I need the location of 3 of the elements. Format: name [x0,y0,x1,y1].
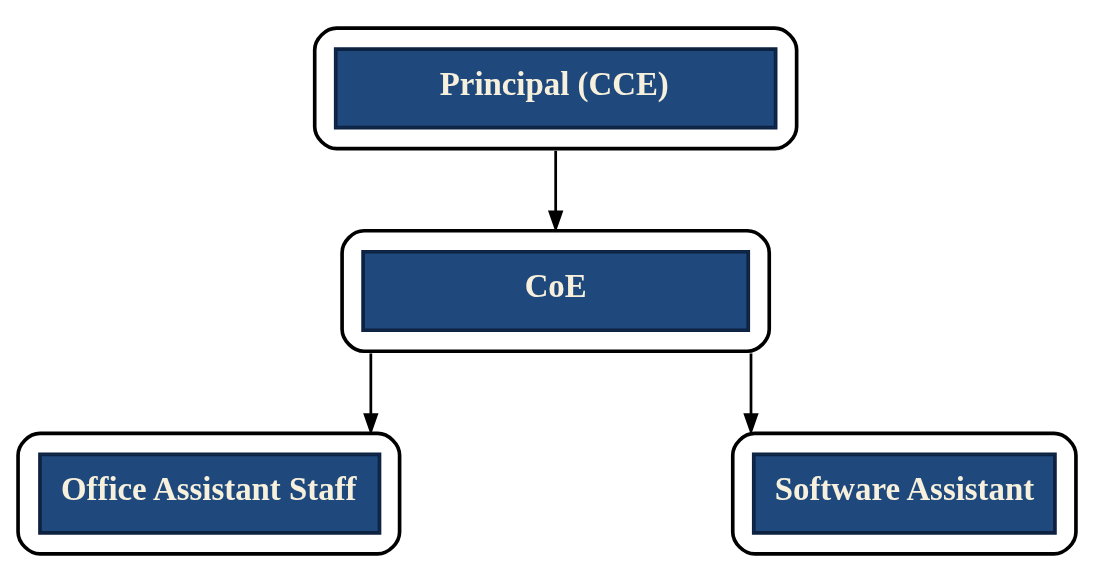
arrow [743,352,759,435]
arrow [548,150,564,233]
arrow [363,352,379,435]
